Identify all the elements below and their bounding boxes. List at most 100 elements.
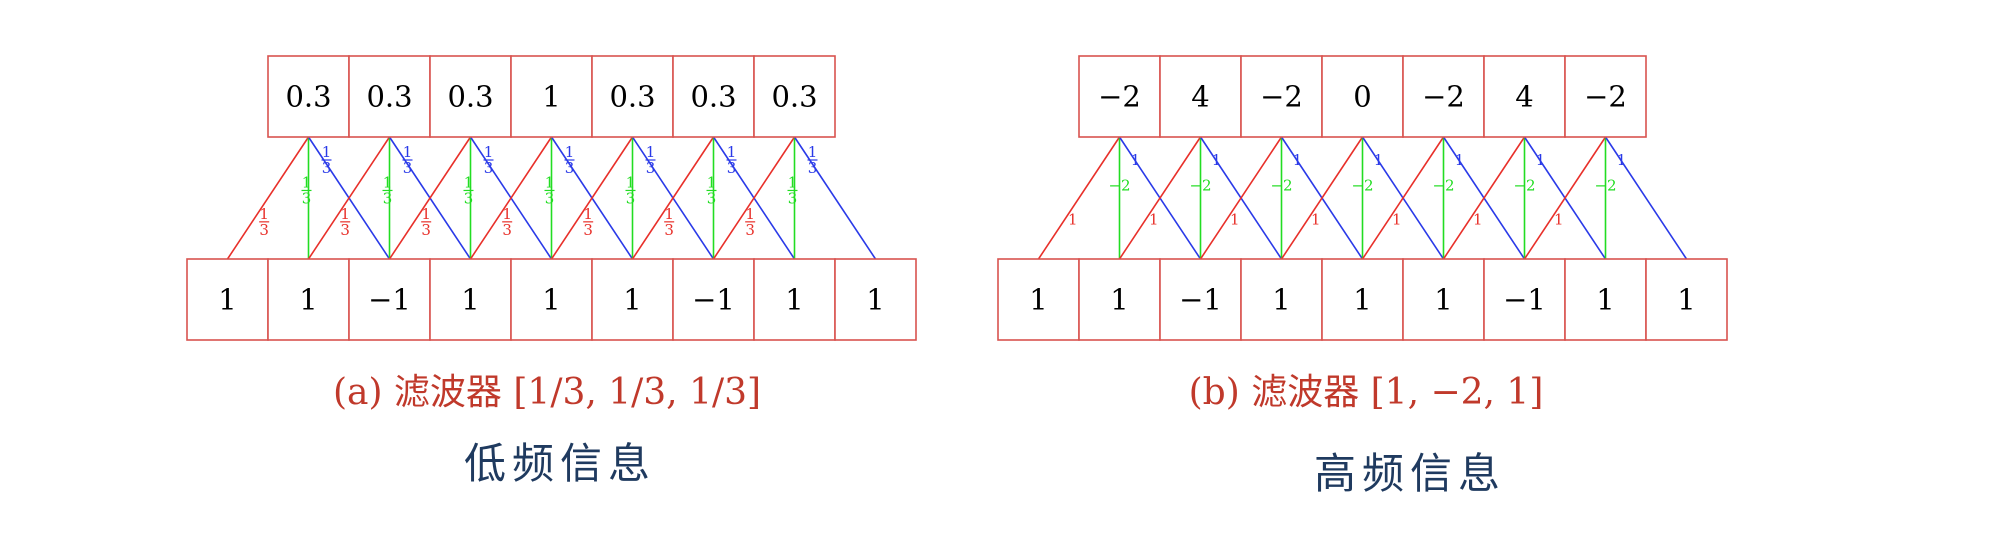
weight-center-0: 13 <box>301 173 312 207</box>
weight-center-5: −2 <box>1513 177 1535 195</box>
output-cell-box-4 <box>591 55 674 138</box>
input-cell-box-6 <box>1483 258 1566 341</box>
input-cell-value-3: 1 <box>1272 283 1290 317</box>
output-cell-box-6 <box>1564 55 1647 138</box>
output-cell-box-2 <box>429 55 512 138</box>
weight-center-1-denominator: 3 <box>383 189 393 207</box>
input-cell-value-1: 1 <box>1110 283 1128 317</box>
output-cell-value-1: 4 <box>1191 80 1209 114</box>
output-cell-2: 0.3 <box>429 55 512 138</box>
output-cell-1: 0.3 <box>348 55 431 138</box>
weight-right-6: 1 <box>1617 151 1627 169</box>
weight-center-3: −2 <box>1351 177 1373 195</box>
input-cell-0: 1 <box>997 258 1080 341</box>
weight-left-4: 13 <box>583 205 594 239</box>
edge-left-4 <box>550 136 634 260</box>
output-cell-6: −2 <box>1564 55 1647 138</box>
weight-left-4-numerator: 1 <box>583 205 593 223</box>
edge-right-6 <box>1604 136 1688 260</box>
weight-right-4-denominator: 3 <box>646 159 656 177</box>
weight-left-4-denominator: 3 <box>583 221 593 239</box>
input-cell-value-6: −1 <box>692 283 735 317</box>
weight-center-5: −2 <box>1513 177 1535 195</box>
input-cell-value-3: 1 <box>461 283 479 317</box>
input-cell-box-6 <box>672 258 755 341</box>
weight-right-1: 1 <box>1212 151 1222 169</box>
weight-right-2: 13 <box>483 143 494 177</box>
input-cell-5: 1 <box>1402 258 1485 341</box>
weight-center-2: −2 <box>1270 177 1292 195</box>
weight-left-5: 1 <box>1473 210 1483 228</box>
input-cell-7: 1 <box>753 258 836 341</box>
weight-left-3-numerator: 1 <box>502 205 512 223</box>
input-cell-0: 1 <box>186 258 269 341</box>
output-cell-value-3: 1 <box>542 80 560 114</box>
input-cell-box-8 <box>834 258 917 341</box>
output-cell-box-5 <box>672 55 755 138</box>
output-cell-value-0: −2 <box>1098 80 1141 114</box>
weight-right-4-numerator: 1 <box>646 143 656 161</box>
weight-left-6: 1 <box>1554 210 1564 228</box>
weight-left-1: 13 <box>340 205 351 239</box>
output-cell-0: 0.3 <box>267 55 350 138</box>
weight-right-3: 1 <box>1374 151 1384 169</box>
output-cell-value-2: −2 <box>1260 80 1303 114</box>
input-cell-1: 1 <box>267 258 350 341</box>
input-cell-box-2 <box>348 258 431 341</box>
weight-left-4: 1 <box>1392 210 1402 228</box>
weight-center-4: 13 <box>625 173 636 207</box>
input-cell-box-5 <box>591 258 674 341</box>
subtitle-a: 低频信息 <box>464 439 656 488</box>
weight-center-1: −2 <box>1189 177 1211 195</box>
weight-center-0: −2 <box>1108 177 1130 195</box>
weight-center-1: −2 <box>1189 177 1211 195</box>
weight-center-2: 13 <box>463 173 474 207</box>
input-cell-box-7 <box>1564 258 1647 341</box>
weight-right-0: 13 <box>321 143 332 177</box>
input-cell-value-5: 1 <box>1434 283 1452 317</box>
weight-right-3: 1 <box>1374 151 1384 169</box>
weight-right-6: 1 <box>1617 151 1627 169</box>
weight-left-2: 13 <box>421 205 432 239</box>
weight-right-3-numerator: 1 <box>565 143 575 161</box>
input-cell-box-3 <box>429 258 512 341</box>
output-cell-5: 4 <box>1483 55 1566 138</box>
output-cell-4: 0.3 <box>591 55 674 138</box>
input-cell-value-4: 1 <box>542 283 560 317</box>
weight-center-6-numerator: 1 <box>788 173 798 191</box>
weight-right-4: 1 <box>1455 151 1465 169</box>
caption-a: (a) 滤波器 [1/3, 1/3, 1/3] <box>333 372 761 413</box>
edge-left-1 <box>307 136 391 260</box>
weight-left-3: 13 <box>502 205 513 239</box>
output-cell-0: −2 <box>1078 55 1161 138</box>
edge-left-2 <box>1199 136 1283 260</box>
input-cell-value-2: −1 <box>1179 283 1222 317</box>
weight-center-0: −2 <box>1108 177 1130 195</box>
weight-left-1-denominator: 3 <box>340 221 350 239</box>
input-cell-3: 1 <box>1240 258 1323 341</box>
weight-left-0-denominator: 3 <box>259 221 269 239</box>
weight-right-5-numerator: 1 <box>727 143 737 161</box>
weight-right-6-denominator: 3 <box>808 159 818 177</box>
weight-left-6: 13 <box>745 205 756 239</box>
weight-left-1-numerator: 1 <box>340 205 350 223</box>
weight-right-1: 13 <box>402 143 413 177</box>
weight-right-5-denominator: 3 <box>727 159 737 177</box>
output-cell-value-1: 0.3 <box>366 80 412 114</box>
weight-right-3-denominator: 3 <box>565 159 575 177</box>
input-cell-value-2: −1 <box>368 283 411 317</box>
output-cell-value-4: −2 <box>1422 80 1465 114</box>
input-cell-box-0 <box>186 258 269 341</box>
output-cell-box-3 <box>510 55 593 138</box>
edge-left-2 <box>388 136 472 260</box>
weight-left-3: 1 <box>1311 210 1321 228</box>
input-cell-7: 1 <box>1564 258 1647 341</box>
input-cell-value-0: 1 <box>1029 283 1047 317</box>
input-cell-8: 1 <box>1645 258 1728 341</box>
input-cell-value-6: −1 <box>1503 283 1546 317</box>
weight-center-4: −2 <box>1432 177 1454 195</box>
input-cell-value-4: 1 <box>1353 283 1371 317</box>
weight-center-1-numerator: 1 <box>383 173 393 191</box>
weight-right-5: 13 <box>726 143 737 177</box>
